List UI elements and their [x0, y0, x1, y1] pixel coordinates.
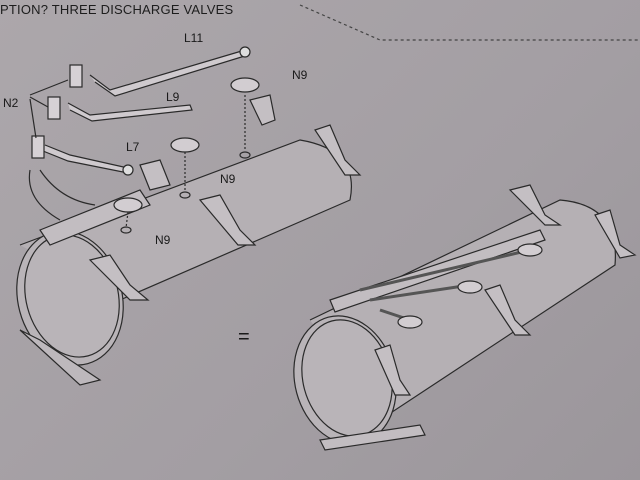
- label-l9: L9: [166, 90, 180, 104]
- label-n9-top: N9: [292, 68, 308, 82]
- label-l7: L7: [126, 140, 140, 154]
- section-title: PTION? THREE DISCHARGE VALVES: [0, 2, 234, 17]
- tank-exploded: [16, 94, 362, 386]
- pipes-exploded: [28, 46, 260, 234]
- tank-assembled: [293, 184, 637, 451]
- label-n9-bottom: N9: [155, 233, 171, 247]
- label-n2: N2: [3, 96, 19, 110]
- label-n9-middle: N9: [220, 172, 236, 186]
- equals-sign: =: [238, 326, 250, 348]
- divider-line: [299, 4, 640, 41]
- label-l11: L11: [184, 31, 204, 45]
